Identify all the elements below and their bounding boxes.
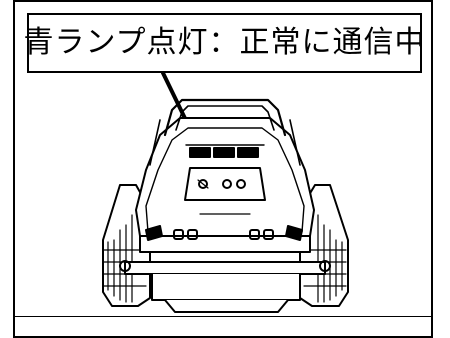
front-lights (145, 213, 303, 241)
control-panel (184, 167, 266, 201)
frame-top-border (13, 0, 433, 2)
status-callout: 青ランプ点灯：正常に通信中 (23, 13, 425, 73)
lamp-cluster (185, 144, 265, 158)
figure-frame (13, 0, 433, 338)
callout-label: 青ランプ点灯：正常に通信中 (23, 25, 426, 60)
roll-bar (149, 98, 301, 166)
chassis-lower (119, 260, 331, 313)
frame-inner-divider (13, 316, 433, 317)
